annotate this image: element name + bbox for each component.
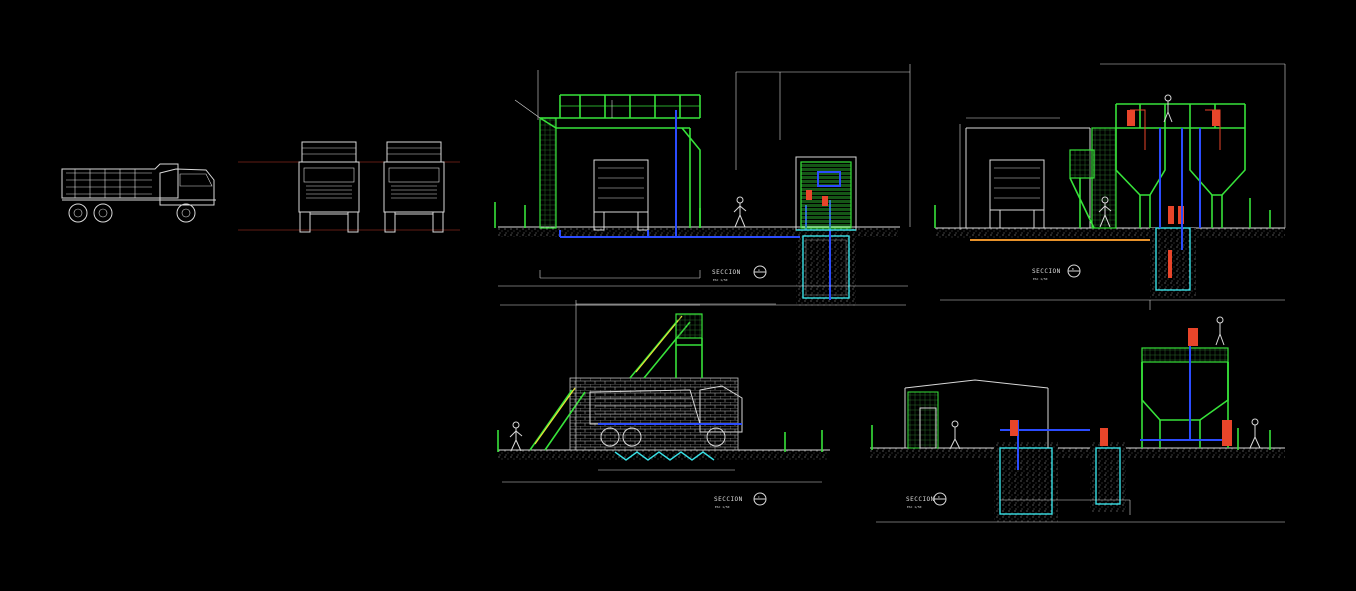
- section-c-scale: ESC 1/50: [715, 505, 730, 509]
- section-d-drawing: D SECCION ESC 1/50: [870, 316, 1285, 523]
- section-marker-icon: A: [753, 265, 767, 279]
- section-b-scale: ESC 1/50: [1033, 277, 1048, 281]
- section-a-scale: ESC 1/50: [713, 278, 728, 282]
- svg-text:C: C: [758, 495, 760, 499]
- truck-side-icon: [61, 163, 216, 223]
- svg-text:B: B: [1072, 267, 1074, 271]
- section-marker-icon: B: [1067, 264, 1081, 278]
- section-b-title: SECCION: [1032, 268, 1061, 275]
- svg-text:A: A: [758, 268, 760, 272]
- section-a-title: SECCION: [712, 269, 741, 276]
- person-figure-icon: [1098, 196, 1112, 228]
- truck-side-view: [61, 163, 216, 223]
- section-b-drawing: B SECCION ESC 1/50: [934, 63, 1286, 310]
- truck-front-views: [238, 141, 460, 233]
- section-a-drawing: A SECCION ESC 1/50: [494, 64, 911, 306]
- person-figure-icon: [1163, 94, 1173, 123]
- person-figure-icon: [949, 420, 961, 450]
- truck-front-icon: [298, 141, 360, 233]
- person-figure-icon: [509, 421, 523, 452]
- section-d-scale: ESC 1/50: [907, 505, 922, 509]
- person-figure-icon: [733, 196, 747, 228]
- section-marker-icon: C: [753, 492, 767, 506]
- section-d-title: SECCION: [906, 496, 935, 503]
- svg-text:D: D: [938, 495, 940, 499]
- person-figure-icon: [1249, 418, 1261, 449]
- section-c-title: SECCION: [714, 496, 743, 503]
- truck-front-icon: [383, 141, 445, 233]
- person-figure-icon: [1215, 316, 1225, 346]
- section-c-drawing: C SECCION ESC 1/50: [497, 300, 830, 509]
- section-marker-icon: D: [933, 492, 947, 506]
